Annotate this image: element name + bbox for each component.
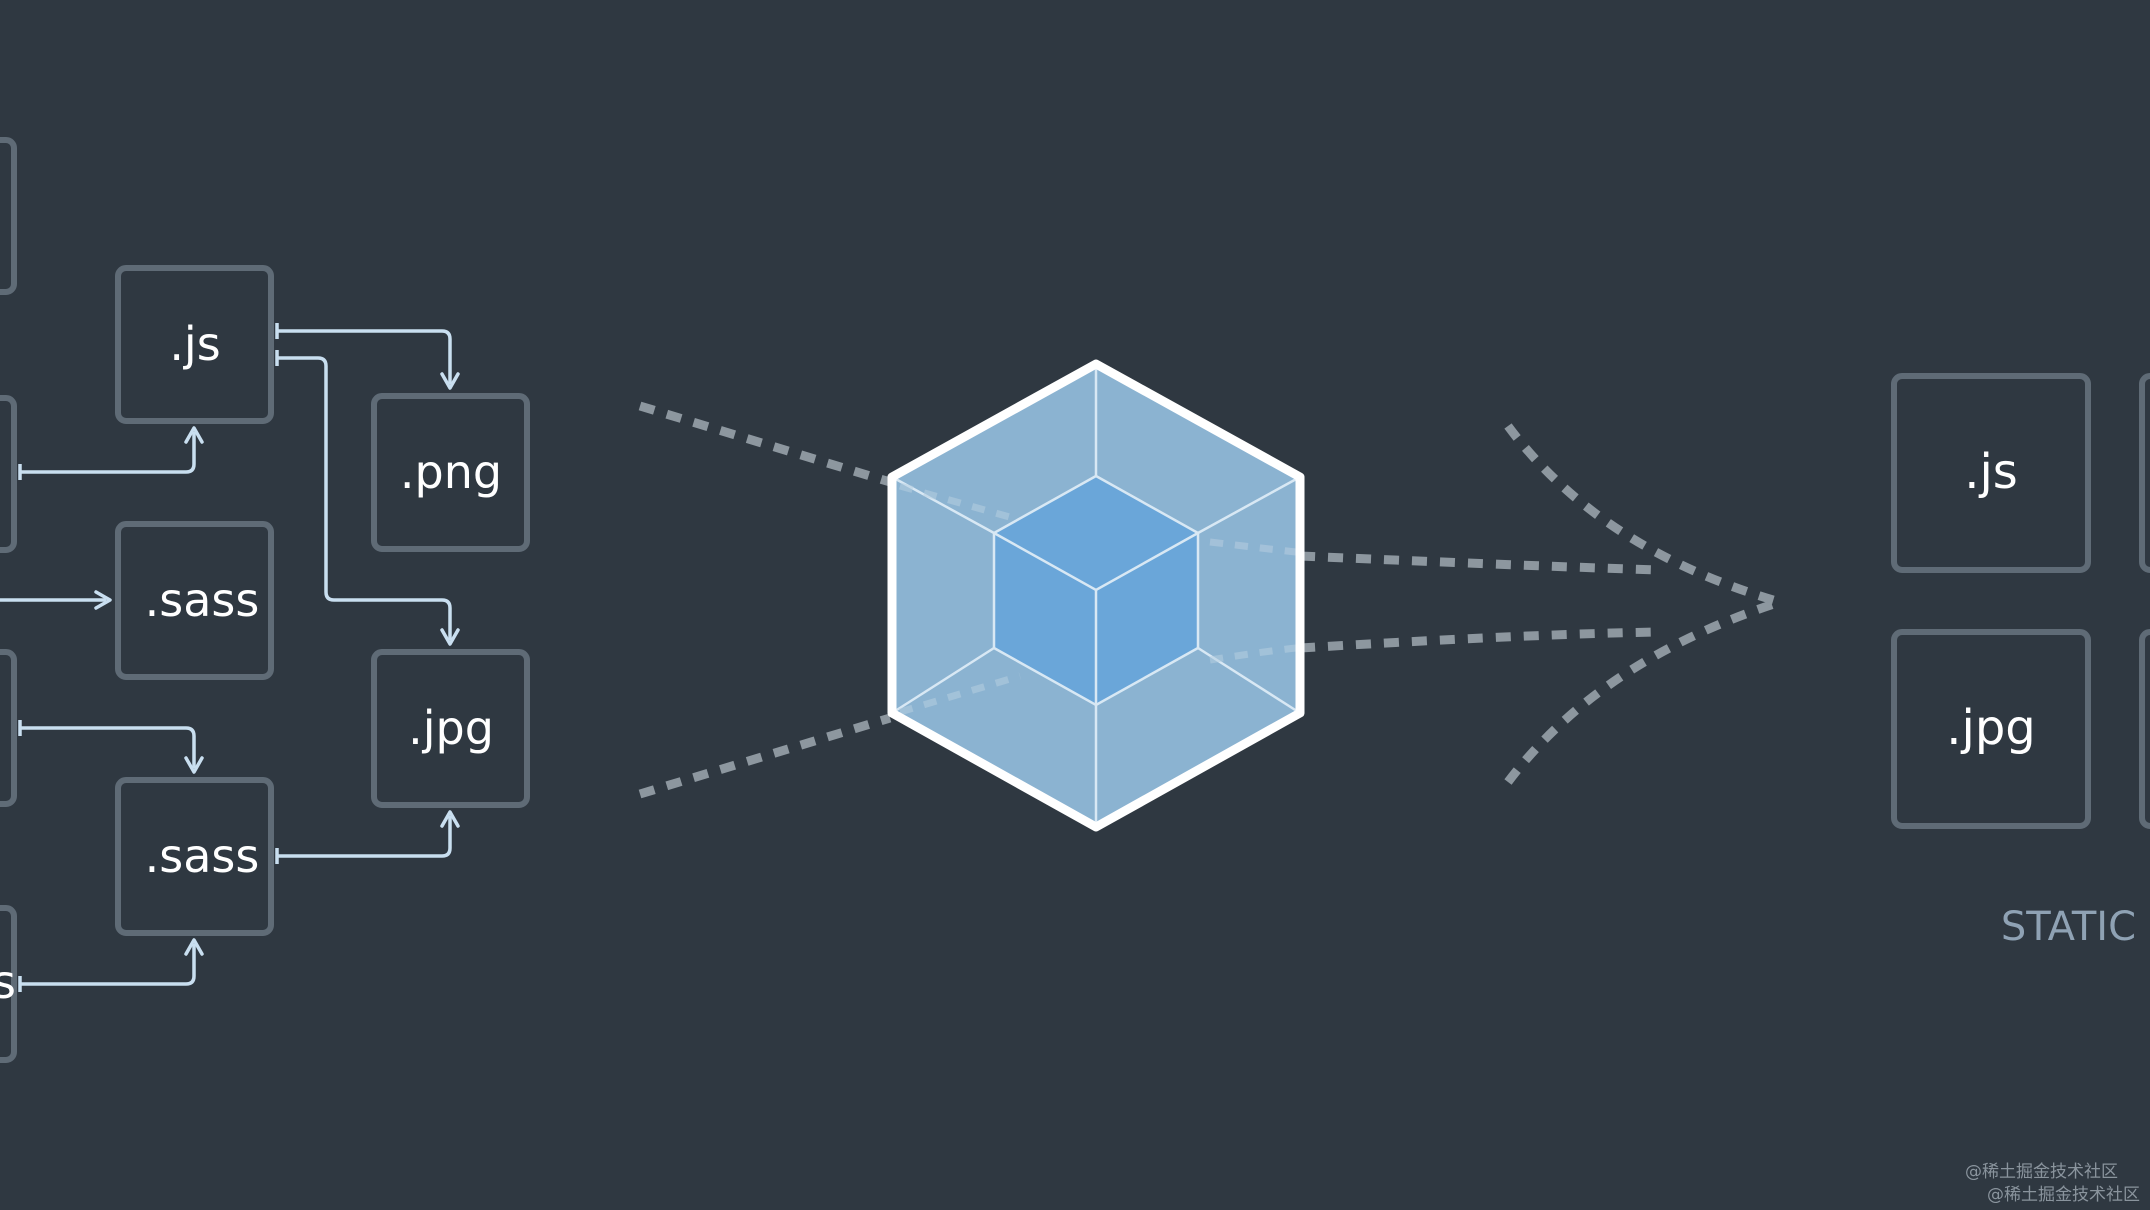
dashed-through-top <box>1299 551 1661 575</box>
connector-edge-js <box>20 432 196 474</box>
module-boxes <box>115 265 530 936</box>
edge-box-3 <box>0 649 17 807</box>
connector-js-png <box>277 329 452 384</box>
output-box-edge-top <box>2139 373 2150 573</box>
module-box-jpg <box>371 649 530 808</box>
dashed-in-top <box>638 401 892 487</box>
edge-box-4 <box>0 905 17 1063</box>
connector-sass-jpg <box>277 816 452 858</box>
module-label-png: .png <box>400 445 502 499</box>
module-label-sass-bottom: .sass <box>145 829 260 883</box>
dashed-in-bottom <box>638 713 892 799</box>
edge-box-2 <box>0 395 17 553</box>
connector-js-jpg <box>277 356 452 640</box>
module-box-sass-bottom <box>115 777 274 936</box>
module-box-js <box>115 265 274 424</box>
arrow-head-icon <box>184 426 204 444</box>
dashed-through-bottom <box>1299 627 1661 653</box>
connector-edge4-sass <box>20 944 196 986</box>
output-label-js: .js <box>1964 444 2018 500</box>
output-label-jpg: .jpg <box>1946 700 2036 756</box>
output-box-jpg <box>1891 629 2091 829</box>
connector-edge-sass-bottom <box>20 726 196 768</box>
edge-partial-label: s <box>0 955 16 1009</box>
arrow-head-icon <box>184 938 204 956</box>
arrow-head-icons <box>94 372 460 956</box>
module-box-png <box>371 393 530 552</box>
module-label-sass-top: .sass <box>145 573 260 627</box>
output-box-js <box>1891 373 2091 573</box>
connector-ticks <box>18 323 279 992</box>
arrow-head-icon <box>440 810 460 828</box>
output-box-edge-bottom <box>2139 629 2150 829</box>
cube-outline <box>887 359 1305 832</box>
module-box-sass-top <box>115 521 274 680</box>
arrow-head-icon <box>184 756 204 774</box>
output-labels: .js .jpg <box>1946 444 2036 756</box>
webpack-cube-icon <box>887 359 1305 832</box>
module-labels: .js .png .sass .jpg .sass <box>145 317 502 883</box>
output-boxes <box>1891 373 2150 829</box>
dashed-flow-lines <box>638 401 1782 799</box>
connectors <box>0 329 452 986</box>
watermark-line-2: @稀土掘金技术社区 <box>1987 1185 2140 1205</box>
dashed-out-top <box>1504 423 1782 607</box>
dashed-out-bottom <box>1504 597 1782 785</box>
left-edge-boxes <box>0 137 17 1063</box>
module-label-js: .js <box>169 317 220 371</box>
arrow-head-icon <box>94 590 112 610</box>
edge-box-1 <box>0 137 17 295</box>
cube-inner-lines <box>891 364 1301 827</box>
watermark-line-1: @稀土掘金技术社区 <box>1965 1162 2118 1182</box>
module-label-jpg: .jpg <box>408 701 494 755</box>
arrow-head-icon <box>440 372 460 390</box>
cube-dashed-inside <box>898 482 1297 716</box>
arrow-head-icon <box>440 628 460 646</box>
static-label: STATIC <box>2001 904 2136 950</box>
